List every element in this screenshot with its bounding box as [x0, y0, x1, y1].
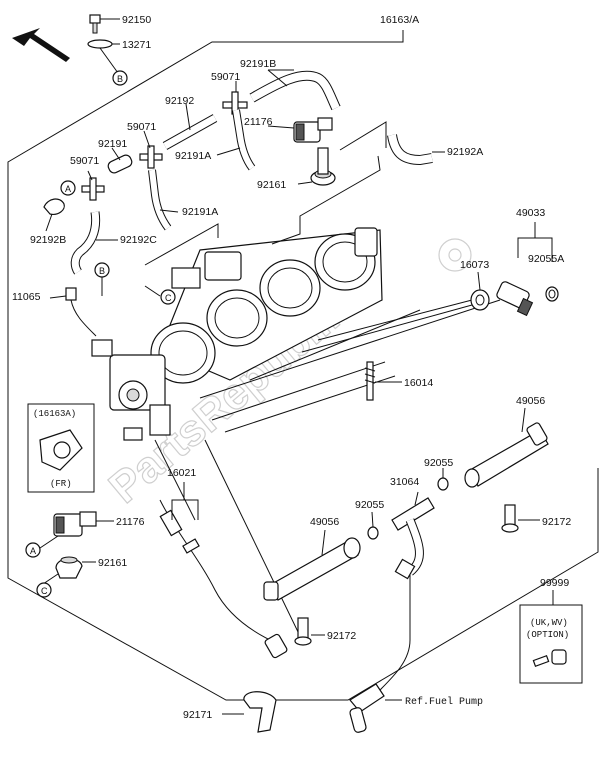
- assembly-outline: [7, 30, 599, 701]
- callout-92161-top: 92161: [257, 179, 286, 191]
- callout-92055-mid: 92055: [355, 499, 384, 511]
- callout-92191A-upper: 92191A: [175, 150, 211, 162]
- callout-59071-top: 59071: [211, 71, 240, 83]
- throttle-bore-2: [206, 289, 268, 347]
- o-ring-92055-mid: [367, 526, 379, 540]
- sensor-21176-top: [293, 117, 333, 143]
- callout-59071-left: 59071: [70, 155, 99, 167]
- fuel-rail-49056-right: [464, 422, 549, 488]
- callout-13271: 13271: [122, 39, 151, 51]
- bolt-92150: [89, 14, 101, 34]
- callout-49033: 49033: [516, 207, 545, 219]
- o-ring-92055A: [545, 286, 559, 302]
- hose-92192: [162, 114, 218, 150]
- callout-31064: 31064: [390, 476, 419, 488]
- throttle-linkage: [91, 339, 171, 441]
- callout-92191: 92191: [98, 138, 127, 150]
- cap-92161-top: [310, 147, 336, 186]
- screw-16014: [364, 361, 376, 401]
- circle-label-text: A: [65, 184, 71, 194]
- seal-16073: [470, 289, 490, 311]
- o-ring-92055-right: [437, 477, 449, 491]
- sensor-21176-lower: [53, 511, 97, 537]
- throttle-cable-16021: [159, 499, 288, 659]
- callout-92192: 92192: [165, 95, 194, 107]
- circle-label-b-mid: B: [94, 262, 110, 278]
- joint-pipe-31064: [391, 497, 435, 580]
- circle-label-b-top: B: [112, 70, 128, 86]
- t-joint-59071-left: [81, 177, 105, 201]
- gasket-13271: [87, 39, 113, 49]
- callout-92172-left: 92172: [327, 630, 356, 642]
- callout-92055A: 92055A: [528, 253, 564, 265]
- callout-11065: 11065: [12, 291, 41, 303]
- inset-note: (FR): [50, 479, 72, 489]
- option-line-1: (UK,WV): [530, 618, 568, 628]
- callout-92172-right: 92172: [542, 516, 571, 528]
- inset-16163A: [27, 403, 95, 493]
- callout-16014: 16014: [404, 377, 433, 389]
- hose-92192C: [70, 211, 101, 275]
- circle-label-c-bottom: C: [36, 582, 52, 598]
- fitting-92192B: [43, 198, 65, 215]
- fuel-rail-49056-left: [263, 537, 361, 601]
- callout-92191B: 92191B: [240, 58, 276, 70]
- watermark-gear-icon: [438, 238, 472, 272]
- callout-92161-lower: 92161: [98, 557, 127, 569]
- circle-label-a-bottom: A: [25, 542, 41, 558]
- ref-fuel-pump-label: Ref.Fuel Pump: [405, 696, 483, 708]
- circle-label-text: C: [165, 293, 172, 303]
- throttle-bore-1: [150, 322, 216, 384]
- callout-49056-left: 49056: [310, 516, 339, 528]
- callout-59071-mid: 59071: [127, 121, 156, 133]
- callout-21176-top: 21176: [244, 116, 273, 128]
- option-line-2: (OPTION): [526, 630, 569, 640]
- fuel-injector-49033: [496, 281, 534, 317]
- callout-92192B: 92192B: [30, 234, 66, 246]
- bolt-with-cap-icon: [532, 649, 567, 667]
- callout-21176-lower: 21176: [116, 516, 145, 528]
- callout-92192C: 92192C: [120, 234, 157, 246]
- bolt-92172-left: [294, 617, 312, 646]
- throttle-position-sensor-block: [171, 251, 242, 289]
- t-joint-59071-mid: [139, 145, 163, 169]
- callout-49056-right: 49056: [516, 395, 545, 407]
- circle-label-text: C: [41, 586, 48, 596]
- callout-92171: 92171: [183, 709, 212, 721]
- hose-92191: [107, 154, 133, 174]
- callout-92150: 92150: [122, 14, 151, 26]
- hose-92191A-lower: [148, 169, 172, 231]
- circle-label-text: B: [117, 74, 123, 84]
- bolt-92172-right: [501, 504, 519, 533]
- idle-actuator: [354, 227, 378, 257]
- throttle-body-assembly: [91, 227, 383, 441]
- callout-16073: 16073: [460, 259, 489, 271]
- circle-label-a-top: A: [60, 180, 76, 196]
- cap-11065: [65, 287, 97, 337]
- callout-92191A-lower: 92191A: [182, 206, 218, 218]
- callout-16021: 16021: [167, 467, 196, 479]
- callout-99999: 99999: [540, 577, 569, 589]
- hose-92192A: [387, 134, 433, 166]
- circle-label-text: A: [30, 546, 36, 556]
- cap-92161-lower: [55, 556, 83, 579]
- clip-92171: [243, 691, 277, 733]
- front-direction-arrow-icon: [12, 28, 70, 62]
- circle-label-c-mid: C: [160, 289, 176, 305]
- circle-label-text: B: [99, 266, 105, 276]
- throttle-bore-3: [259, 259, 321, 317]
- callout-16163A: 16163/A: [380, 14, 419, 26]
- hose-92191A-upper: [232, 109, 256, 171]
- option-box-99999: [519, 604, 583, 684]
- callout-92192A: 92192A: [447, 146, 483, 158]
- hose-92191B: [249, 70, 341, 111]
- inset-title: (16163A): [33, 409, 76, 419]
- callout-92055-right: 92055: [424, 457, 453, 469]
- fuel-hose-connector: [349, 683, 385, 733]
